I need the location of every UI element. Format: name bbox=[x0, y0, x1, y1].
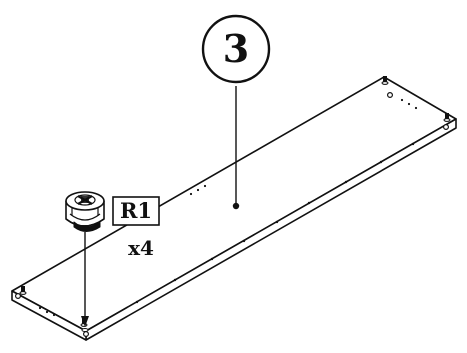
step-number: 3 bbox=[223, 26, 249, 71]
insertion-arrow bbox=[81, 232, 89, 332]
part-quantity: x4 bbox=[128, 236, 154, 260]
corner-fittings bbox=[15, 76, 451, 338]
part-code-box bbox=[112, 196, 160, 226]
corner-fitting-right-back bbox=[381, 76, 389, 85]
step-leader-dot bbox=[232, 202, 240, 210]
cam-lock-icon bbox=[65, 191, 105, 232]
corner-fitting-left-back bbox=[19, 286, 27, 295]
panel-left-edge bbox=[11, 290, 87, 341]
part-code: R1 bbox=[120, 198, 152, 223]
panel-edge-holes bbox=[38, 98, 418, 317]
corner-fitting-right-front bbox=[443, 113, 451, 122]
step-callout: 3 bbox=[201, 14, 271, 210]
step-number-badge bbox=[201, 14, 271, 84]
part-label: R1 x4 bbox=[112, 196, 160, 260]
